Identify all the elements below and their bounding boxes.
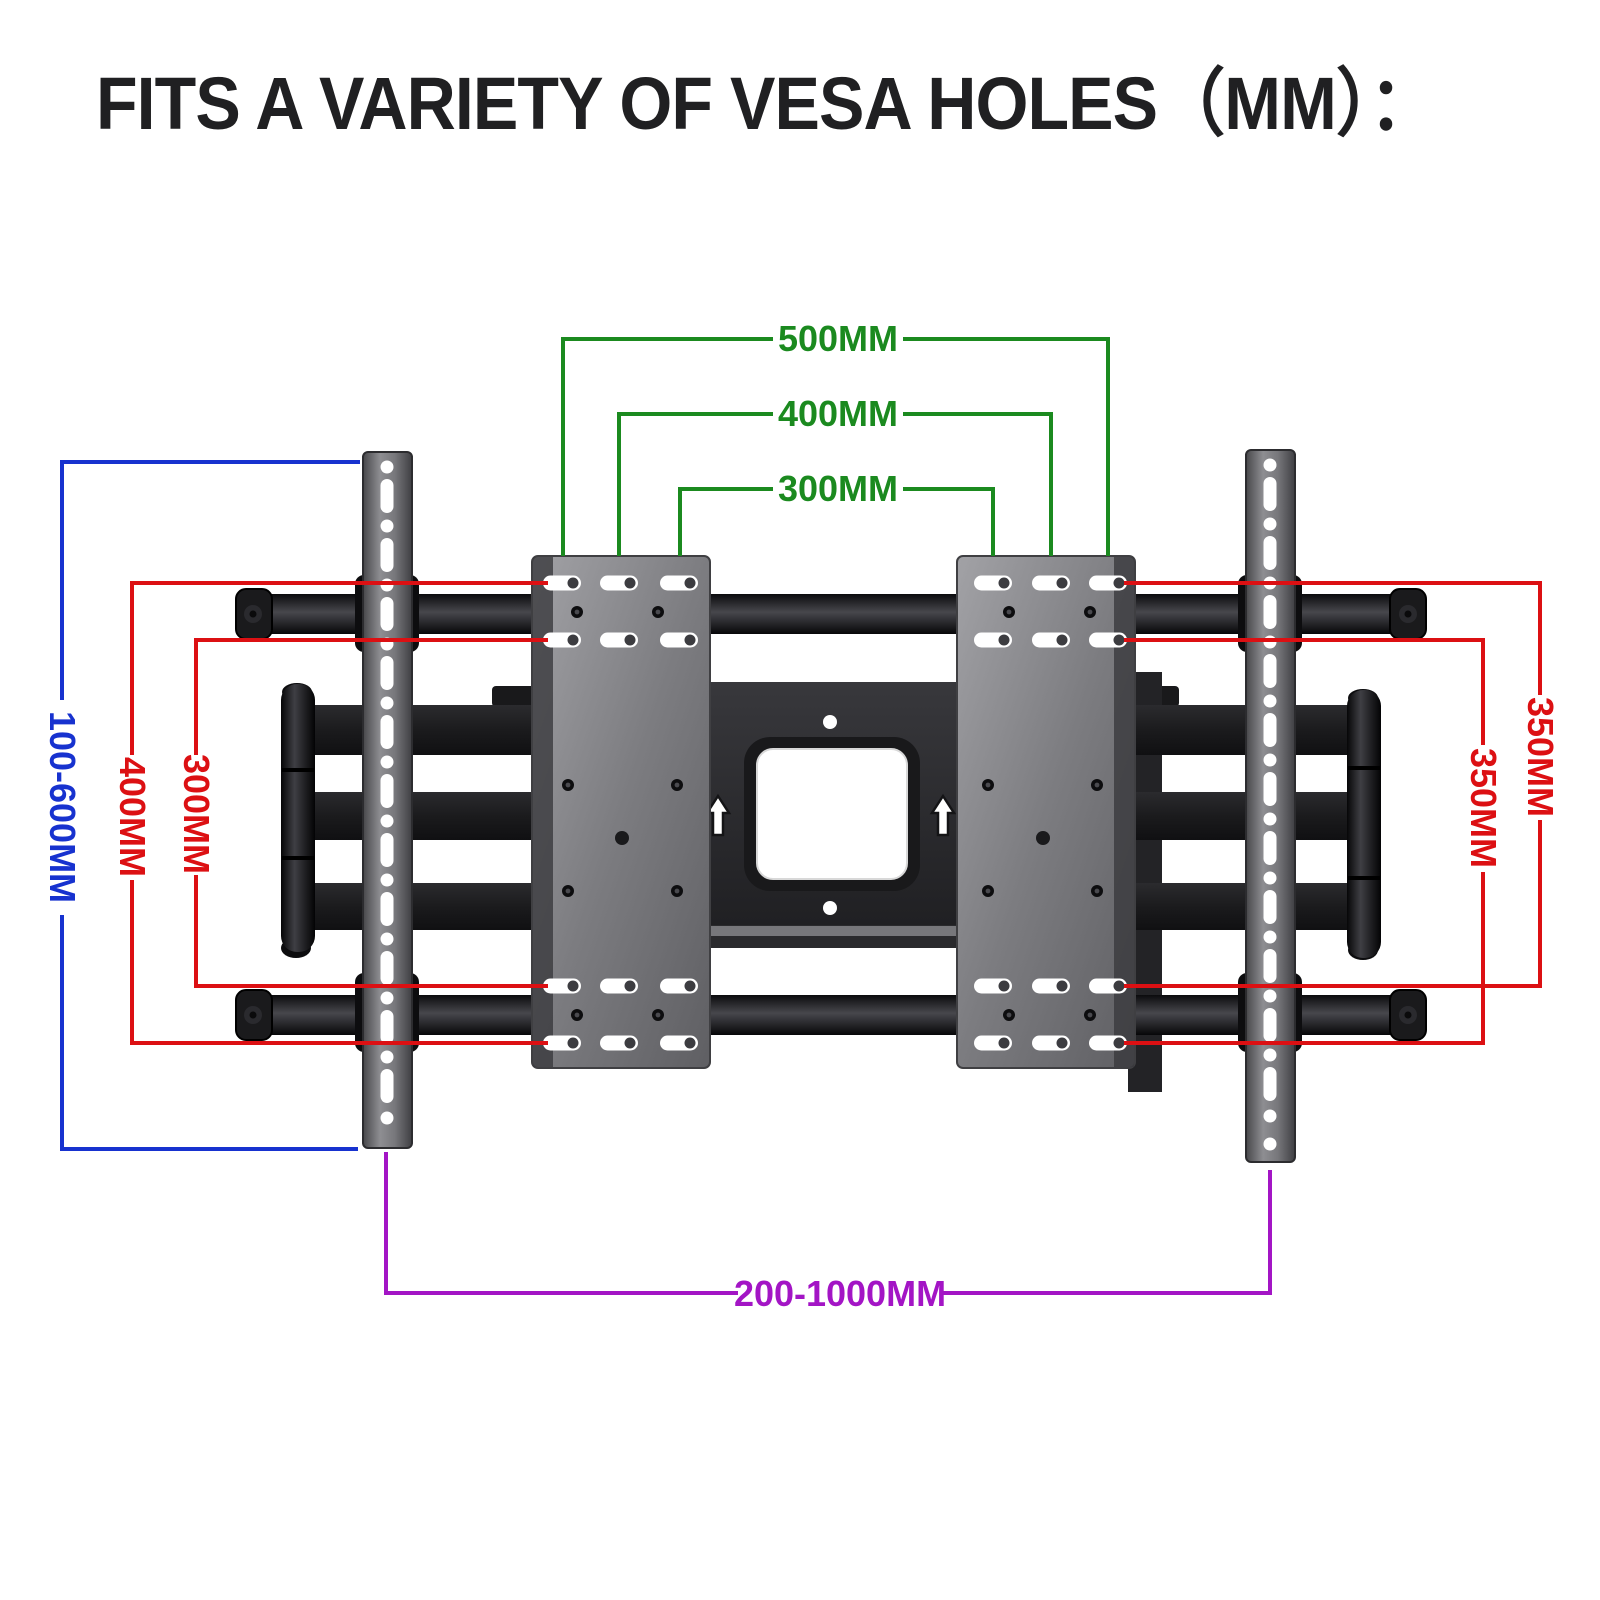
vesa-plate-left — [531, 555, 711, 1069]
dim-label-400mm: 400MM — [778, 393, 898, 434]
vesa-plate-edge — [1114, 557, 1134, 1067]
articulating-arm-left — [281, 683, 555, 958]
hinge-bar — [1347, 690, 1381, 958]
wall-plate-right — [1245, 449, 1296, 1163]
cap-screw — [244, 605, 262, 623]
dim-line-100-600mm — [60, 460, 360, 1151]
dim-line-300mm-vert — [194, 638, 548, 988]
dim-label-100-600mm: 100-600MM — [42, 711, 83, 903]
arm-bar — [300, 705, 555, 755]
cap-screw — [244, 1006, 262, 1024]
dim-line-350mm-outer — [1124, 581, 1542, 988]
tube-body — [250, 995, 1412, 1035]
dim-line-300mm — [678, 487, 995, 556]
dim-labels-right-vesa: 350MM 350MM — [1463, 697, 1561, 868]
cap-screw — [1399, 605, 1417, 623]
cap-screw — [1399, 1006, 1417, 1024]
arm-tab — [492, 686, 536, 707]
center-bottom-rail-highlight — [545, 926, 1125, 936]
arm-bar — [300, 792, 555, 840]
dim-label-200-1000mm: 200-1000MM — [734, 1273, 946, 1314]
dim-label-350mm-outer: 350MM — [1520, 697, 1561, 817]
page-title: FITS A VARIETY OF VESA HOLES（MM）： — [96, 62, 1437, 145]
dim-label-300mm-vert: 300MM — [176, 754, 217, 874]
dim-line-width-range — [384, 1152, 1272, 1295]
wall-plate-left — [362, 451, 413, 1149]
center-window — [756, 748, 908, 880]
dim-line-400mm-vert — [130, 581, 548, 1045]
dim-label-500mm: 500MM — [778, 318, 898, 359]
vesa-plate-right — [956, 555, 1136, 1069]
dim-line-400mm — [617, 412, 1053, 556]
dim-label-400mm-vert: 400MM — [112, 757, 153, 877]
dim-lines-horizontal-vesa — [561, 337, 1110, 556]
dim-line-350mm-inner — [1124, 638, 1485, 1045]
dim-label-width-range: 200-1000MM — [734, 1273, 946, 1314]
arm-bar — [300, 883, 555, 930]
center-screw-hole — [615, 831, 629, 845]
vesa-plate — [956, 555, 1136, 1069]
vesa-plate-edge — [533, 557, 553, 1067]
center-screw-hole — [1036, 831, 1050, 845]
dim-line-500mm — [561, 337, 1110, 556]
dim-line-200-1000mm — [384, 1152, 1272, 1295]
dim-labels-left-vesa: 400MM 300MM — [112, 754, 217, 877]
dim-labels-horizontal-vesa: 500MM 400MM 300MM — [778, 318, 898, 509]
dim-lines-left-vesa — [130, 581, 548, 1045]
hinge-bar — [281, 684, 315, 952]
dim-label-300mm: 300MM — [778, 468, 898, 509]
dim-label-350mm-inner: 350MM — [1463, 748, 1504, 868]
bracket-hole — [823, 901, 837, 915]
dim-label-height-range: 100-600MM — [42, 711, 83, 903]
bracket-hole — [823, 715, 837, 729]
tube-body — [250, 594, 1412, 634]
dim-line-height-range — [60, 460, 360, 1151]
dim-lines-right-vesa — [1124, 581, 1542, 1045]
